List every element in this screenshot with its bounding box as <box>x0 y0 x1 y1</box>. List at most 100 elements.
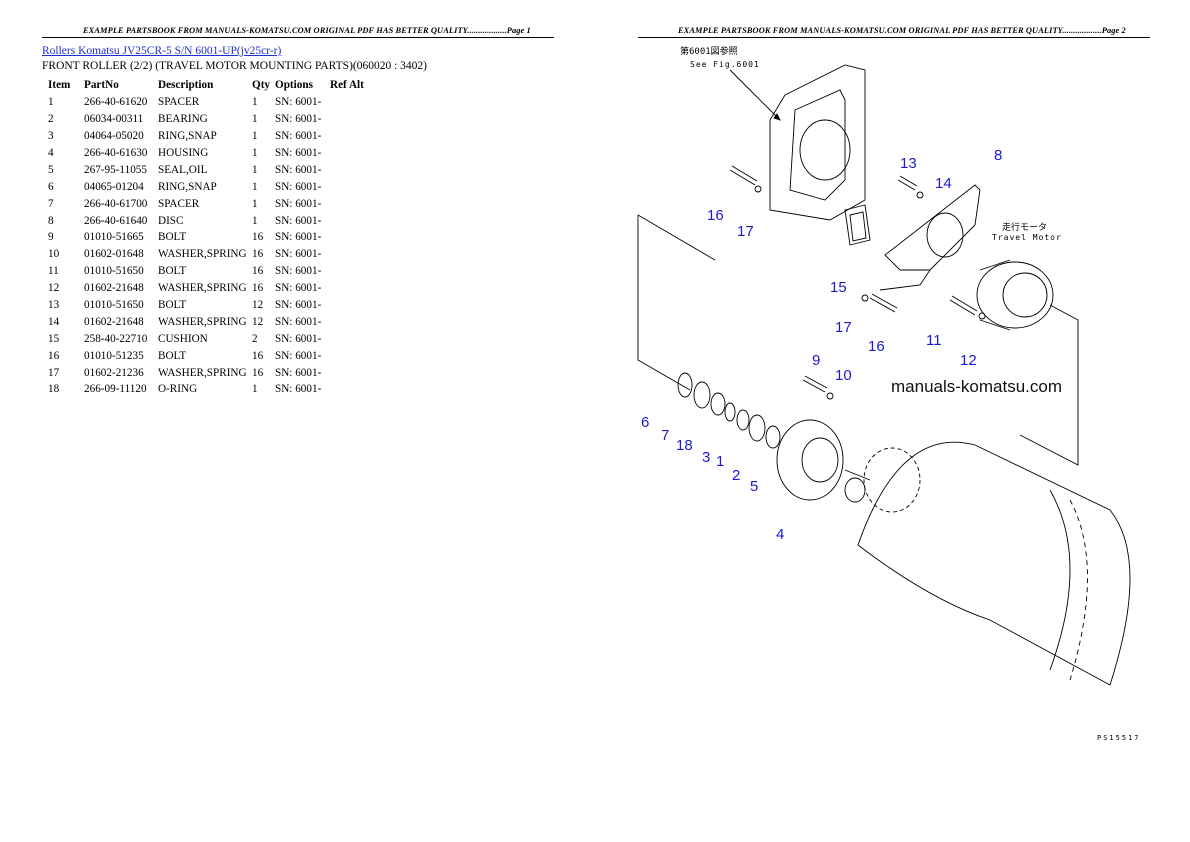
cell-options: SN: 6001- <box>275 180 322 193</box>
callout-14: 14 <box>935 175 952 192</box>
cell-partno: 01602-21648 <box>84 315 144 328</box>
cell-partno: 01010-51650 <box>84 299 144 312</box>
cell-options: SN: 6001- <box>275 349 322 362</box>
cell-options: SN: 6001- <box>275 282 322 295</box>
callout-5: 5 <box>750 478 758 495</box>
cell-ref-alt <box>330 128 380 145</box>
disc-plate <box>884 184 981 271</box>
cell-options: SN: 6001- <box>275 248 322 261</box>
callout-2: 2 <box>732 467 740 484</box>
page2-header-rule <box>638 37 1150 38</box>
callout-15: 15 <box>830 279 847 296</box>
cell-item: 16 <box>48 349 60 362</box>
cell-description: SPACER <box>158 197 200 210</box>
watermark-text: manuals-komatsu.com <box>891 377 1062 396</box>
housing-4 <box>776 419 844 501</box>
cell-options: SN: 6001- <box>275 265 322 278</box>
cell-partno: 01602-21648 <box>84 282 144 295</box>
callout-16b: 16 <box>868 338 885 355</box>
cell-partno: 04065-01204 <box>84 180 144 193</box>
page1-header-rule <box>42 37 554 38</box>
cell-ref-alt <box>330 161 380 178</box>
section-subtitle: FRONT ROLLER (2/2) (TRAVEL MOTOR MOUNTIN… <box>42 60 427 72</box>
cell-item: 18 <box>48 383 60 396</box>
cell-ref-alt <box>330 330 380 347</box>
callout-10: 10 <box>835 367 852 384</box>
cell-options: SN: 6001- <box>275 315 322 328</box>
cell-options: SN: 6001- <box>275 113 322 126</box>
cell-qty: 16 <box>252 248 264 261</box>
travel-motor <box>976 261 1054 329</box>
cell-description: SPACER <box>158 96 200 109</box>
exploded-parts-diagram: 第6001図参照 See Fig.6001 走行モータ Travel Motor <box>637 45 1131 686</box>
cell-ref-alt <box>330 364 380 381</box>
cell-partno: 06034-00311 <box>84 113 144 126</box>
cell-partno: 258-40-22710 <box>84 332 148 345</box>
cell-partno: 01602-01648 <box>84 248 144 261</box>
cell-qty: 1 <box>252 147 258 159</box>
cell-item: 13 <box>48 299 60 312</box>
cell-partno: 267-95-11055 <box>84 163 147 176</box>
col-options: Options <box>275 79 313 92</box>
frame-outline <box>637 214 716 391</box>
bolt-16-top <box>729 165 758 186</box>
cell-ref-alt <box>330 111 380 128</box>
callout-3: 3 <box>702 449 710 466</box>
roller-drum <box>857 441 1131 686</box>
cell-ref-alt <box>330 229 380 246</box>
cell-qty: 2 <box>252 332 258 345</box>
callout-9: 9 <box>812 352 820 369</box>
cell-item: 15 <box>48 332 60 345</box>
cell-ref-alt <box>330 381 380 398</box>
cell-partno: 04064-05020 <box>84 130 144 143</box>
col-item: Item <box>48 79 71 92</box>
cell-qty: 16 <box>252 349 264 362</box>
cell-partno: 01010-51650 <box>84 265 144 278</box>
col-partno: PartNo <box>84 79 119 92</box>
cell-description: O-RING <box>158 383 198 396</box>
cell-qty: 1 <box>252 96 258 109</box>
cell-options: SN: 6001- <box>275 163 322 176</box>
cell-qty: 16 <box>252 282 264 295</box>
cushion-part <box>844 204 871 246</box>
cell-qty: 12 <box>252 299 264 312</box>
cell-partno: 01602-21236 <box>84 366 144 379</box>
cell-options: SN: 6001- <box>275 366 322 379</box>
cell-description: BOLT <box>158 231 187 244</box>
cell-item: 9 <box>48 231 54 244</box>
cell-ref-alt <box>330 195 380 212</box>
callout-17: 17 <box>737 223 754 240</box>
cell-description: BOLT <box>158 299 187 312</box>
cell-qty: 16 <box>252 366 264 379</box>
callout-17b: 17 <box>835 319 852 336</box>
o-ring-18 <box>710 392 726 416</box>
cell-description: WASHER,SPRING <box>158 315 247 328</box>
col-description: Description <box>158 79 214 92</box>
cell-ref-alt <box>330 313 380 330</box>
cell-options: SN: 6001- <box>275 147 322 159</box>
cell-description: BOLT <box>158 265 187 278</box>
cell-item: 11 <box>48 265 59 278</box>
cell-options: SN: 6001- <box>275 299 322 312</box>
cell-qty: 16 <box>252 231 264 244</box>
travel-motor-en: Travel Motor <box>992 233 1062 242</box>
cell-partno: 01010-51665 <box>84 231 144 244</box>
cell-description: WASHER,SPRING <box>158 366 247 379</box>
callout-18: 18 <box>676 437 693 454</box>
cell-item: 6 <box>48 180 54 193</box>
cell-item: 12 <box>48 282 60 295</box>
cell-partno: 266-09-11120 <box>84 383 147 396</box>
cell-item: 10 <box>48 248 60 261</box>
cell-description: RING,SNAP <box>158 130 217 143</box>
model-title-link[interactable]: Rollers Komatsu JV25CR-5 S/N 6001-UP(jv2… <box>42 45 282 57</box>
cell-qty: 12 <box>252 315 264 328</box>
cell-qty: 16 <box>252 265 264 278</box>
